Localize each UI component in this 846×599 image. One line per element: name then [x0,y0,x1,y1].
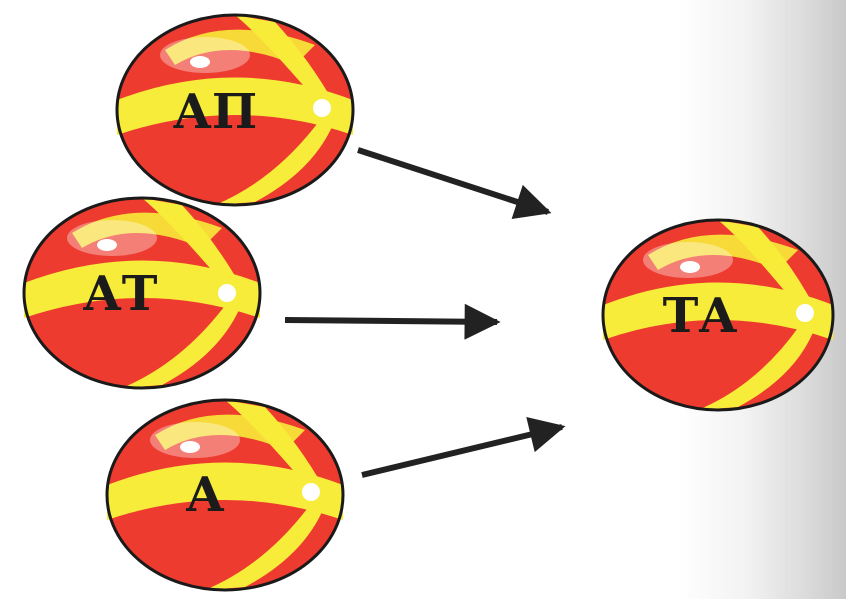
arrow-a-to-ta [361,417,566,478]
ball-ap: АП [115,13,355,207]
ball-at-label: АТ [83,266,158,322]
ball-ta: ТА [601,218,835,412]
arrow-ap-to-ta [357,147,552,220]
ball-a-label: А [185,467,224,523]
arrow-at-to-ta [284,303,501,340]
ball-ta-label: ТА [663,288,738,344]
ball-at: АТ [22,196,262,390]
ball-a: А [105,398,345,592]
ball-ap-label: АП [173,84,257,140]
